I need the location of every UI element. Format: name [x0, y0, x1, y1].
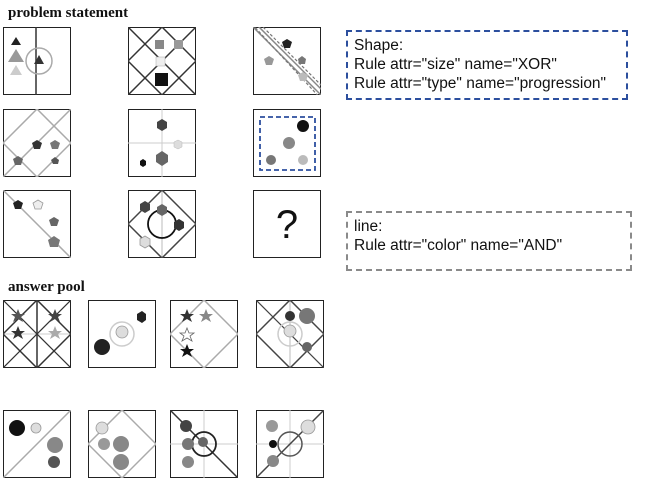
answer-option-1[interactable]: [3, 300, 71, 368]
problem-statement-heading: problem statement: [8, 5, 129, 21]
answer-option-7[interactable]: [170, 410, 238, 478]
answer-pool-heading: answer pool: [8, 279, 85, 295]
line-rule-line: Rule attr="color" name="AND": [354, 237, 563, 254]
shape-rule-line: Rule attr="size" name="XOR": [354, 56, 557, 73]
answer-option-6[interactable]: [88, 410, 156, 478]
problem-panel-2-2: [128, 109, 196, 177]
problem-panel-3-1: [3, 190, 71, 258]
problem-panel-1-2: [128, 27, 196, 95]
missing-panel: ?: [253, 190, 321, 258]
problem-panel-2-1: [3, 109, 71, 177]
shape-rule-box: Shape: Rule attr="size" name="XOR" Rule …: [346, 30, 628, 100]
answer-option-5[interactable]: [3, 410, 71, 478]
line-rule-box: line: Rule attr="color" name="AND": [346, 211, 632, 271]
shape-rule-title: Shape:: [354, 37, 404, 54]
problem-panel-1-1: [3, 27, 71, 95]
problem-panel-1-3: [253, 27, 321, 95]
answer-option-2[interactable]: [88, 300, 156, 368]
problem-panel-3-2: [128, 190, 196, 258]
answer-option-8[interactable]: [256, 410, 324, 478]
question-mark: ?: [276, 203, 298, 247]
line-rule-title: line:: [354, 218, 383, 235]
answer-option-3[interactable]: [170, 300, 238, 368]
shape-rule-line: Rule attr="type" name="progression": [354, 75, 607, 92]
problem-panel-2-3: [253, 109, 321, 177]
answer-option-4[interactable]: [256, 300, 324, 368]
